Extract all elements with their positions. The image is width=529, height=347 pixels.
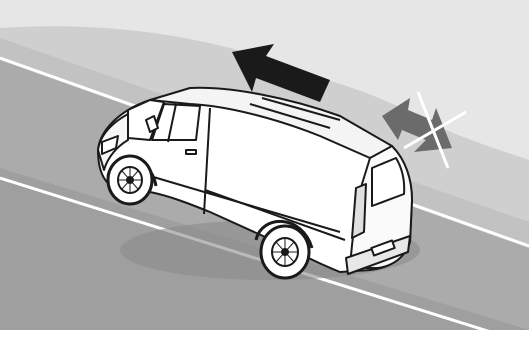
bottom-band	[0, 330, 529, 347]
window-pillar	[167, 103, 177, 143]
side-mirror	[145, 115, 159, 133]
roof-rail-2	[261, 97, 341, 121]
roof-rail	[249, 103, 331, 129]
rear-window	[371, 157, 406, 207]
tail-light	[351, 183, 367, 239]
front-wheel	[106, 154, 154, 206]
van	[97, 86, 420, 280]
hillside	[0, 20, 529, 240]
door-handle	[185, 149, 197, 155]
rear-wheel-arch	[254, 219, 314, 249]
body-crease-2	[204, 189, 346, 241]
top-band	[0, 0, 529, 8]
forward-arrow-icon	[232, 44, 330, 102]
rear-wheel	[259, 224, 311, 280]
headlight	[101, 135, 119, 155]
license-plate	[370, 239, 396, 257]
prohibited-reverse-arrow-icon	[382, 91, 467, 169]
cross-line-1	[403, 110, 467, 150]
cross-line-2	[416, 91, 450, 169]
sliding-door-line	[203, 107, 211, 215]
